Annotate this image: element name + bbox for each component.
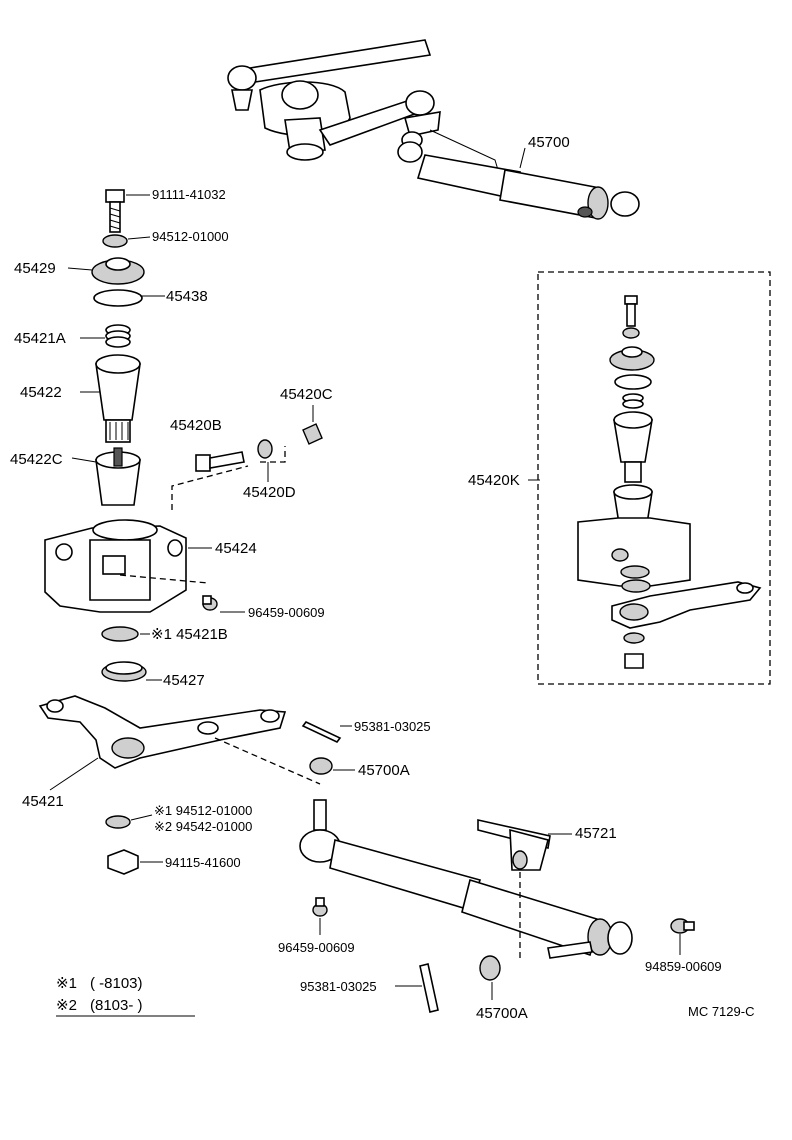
bolt-45420B (195, 451, 245, 472)
idler-arm-45421 (38, 695, 287, 769)
nut-45700A-lower (479, 955, 501, 981)
cotter-pin-95381-lower (419, 963, 439, 1013)
label-94115-41600: 94115-41600 (165, 855, 241, 870)
label-45700A-upper: 45700A (358, 762, 410, 779)
fitting-94859 (670, 918, 695, 934)
kit-45420K-box (537, 271, 771, 685)
footnote-1-mark: ※1 (56, 975, 77, 992)
bracket-45721 (477, 819, 551, 871)
washer-45438 (93, 289, 143, 307)
label-94542-01000-note2: ※2 94542-01000 (154, 819, 252, 834)
bolt-91111 (105, 189, 125, 233)
label-45422: 45422 (20, 384, 62, 401)
spring-45421A (105, 324, 131, 348)
label-94512-01000: 94512-01000 (152, 229, 229, 244)
washer-45420D (257, 439, 273, 459)
footnote-2-mark: ※2 (56, 997, 77, 1014)
fitting-96459-lower (312, 897, 328, 917)
label-45420K: 45420K (468, 472, 520, 489)
label-45420C: 45420C (280, 386, 333, 403)
top-linkage-assembly (227, 39, 640, 220)
fitting-96459-upper (202, 595, 218, 611)
seal-45421B (101, 626, 139, 642)
housing-45424 (44, 519, 209, 613)
footnote-1-range: ( -8103) (90, 975, 143, 992)
label-94859-00609: 94859-00609 (645, 959, 722, 974)
bushing-45422 (95, 354, 141, 443)
label-96459-00609-upper: 96459-00609 (248, 605, 325, 620)
drawing-code: MC 7129-C (688, 1004, 754, 1019)
label-45438: 45438 (166, 288, 208, 305)
bushing-45422C (95, 447, 141, 506)
washer-94512 (102, 234, 128, 248)
nut-45420C (302, 423, 323, 445)
label-94512-01000-note1: ※1 94512-01000 (154, 803, 252, 818)
washer-94512-94542 (105, 815, 131, 829)
label-45421A: 45421A (14, 330, 66, 347)
label-45427: 45427 (163, 672, 205, 689)
label-91111-41032: 91111-41032 (152, 187, 226, 202)
label-45424: 45424 (215, 540, 257, 557)
damper-rod-lower (299, 799, 633, 959)
label-96459-00609-lower: 96459-00609 (278, 940, 355, 955)
label-45420D: 45420D (243, 484, 296, 501)
label-95381-03025-upper: 95381-03025 (354, 719, 431, 734)
cap-45427 (101, 661, 147, 682)
kit-45420K-assembly (577, 295, 762, 669)
label-45422C: 45422C (10, 451, 63, 468)
nut-45700A-upper (309, 757, 333, 775)
label-45700A-lower: 45700A (476, 1005, 528, 1022)
label-45700: 45700 (528, 134, 570, 151)
nut-94115 (107, 849, 139, 875)
label-95381-03025-lower: 95381-03025 (300, 979, 377, 994)
label-45421B: ※1 45421B (151, 626, 228, 643)
label-45429: 45429 (14, 260, 56, 277)
label-45721: 45721 (575, 825, 617, 842)
cotter-pin-95381-upper (301, 720, 342, 744)
label-45420B: 45420B (170, 417, 222, 434)
nut-45429 (91, 257, 145, 285)
footnote-2-range: (8103- ) (90, 997, 143, 1014)
label-45421: 45421 (22, 793, 64, 810)
